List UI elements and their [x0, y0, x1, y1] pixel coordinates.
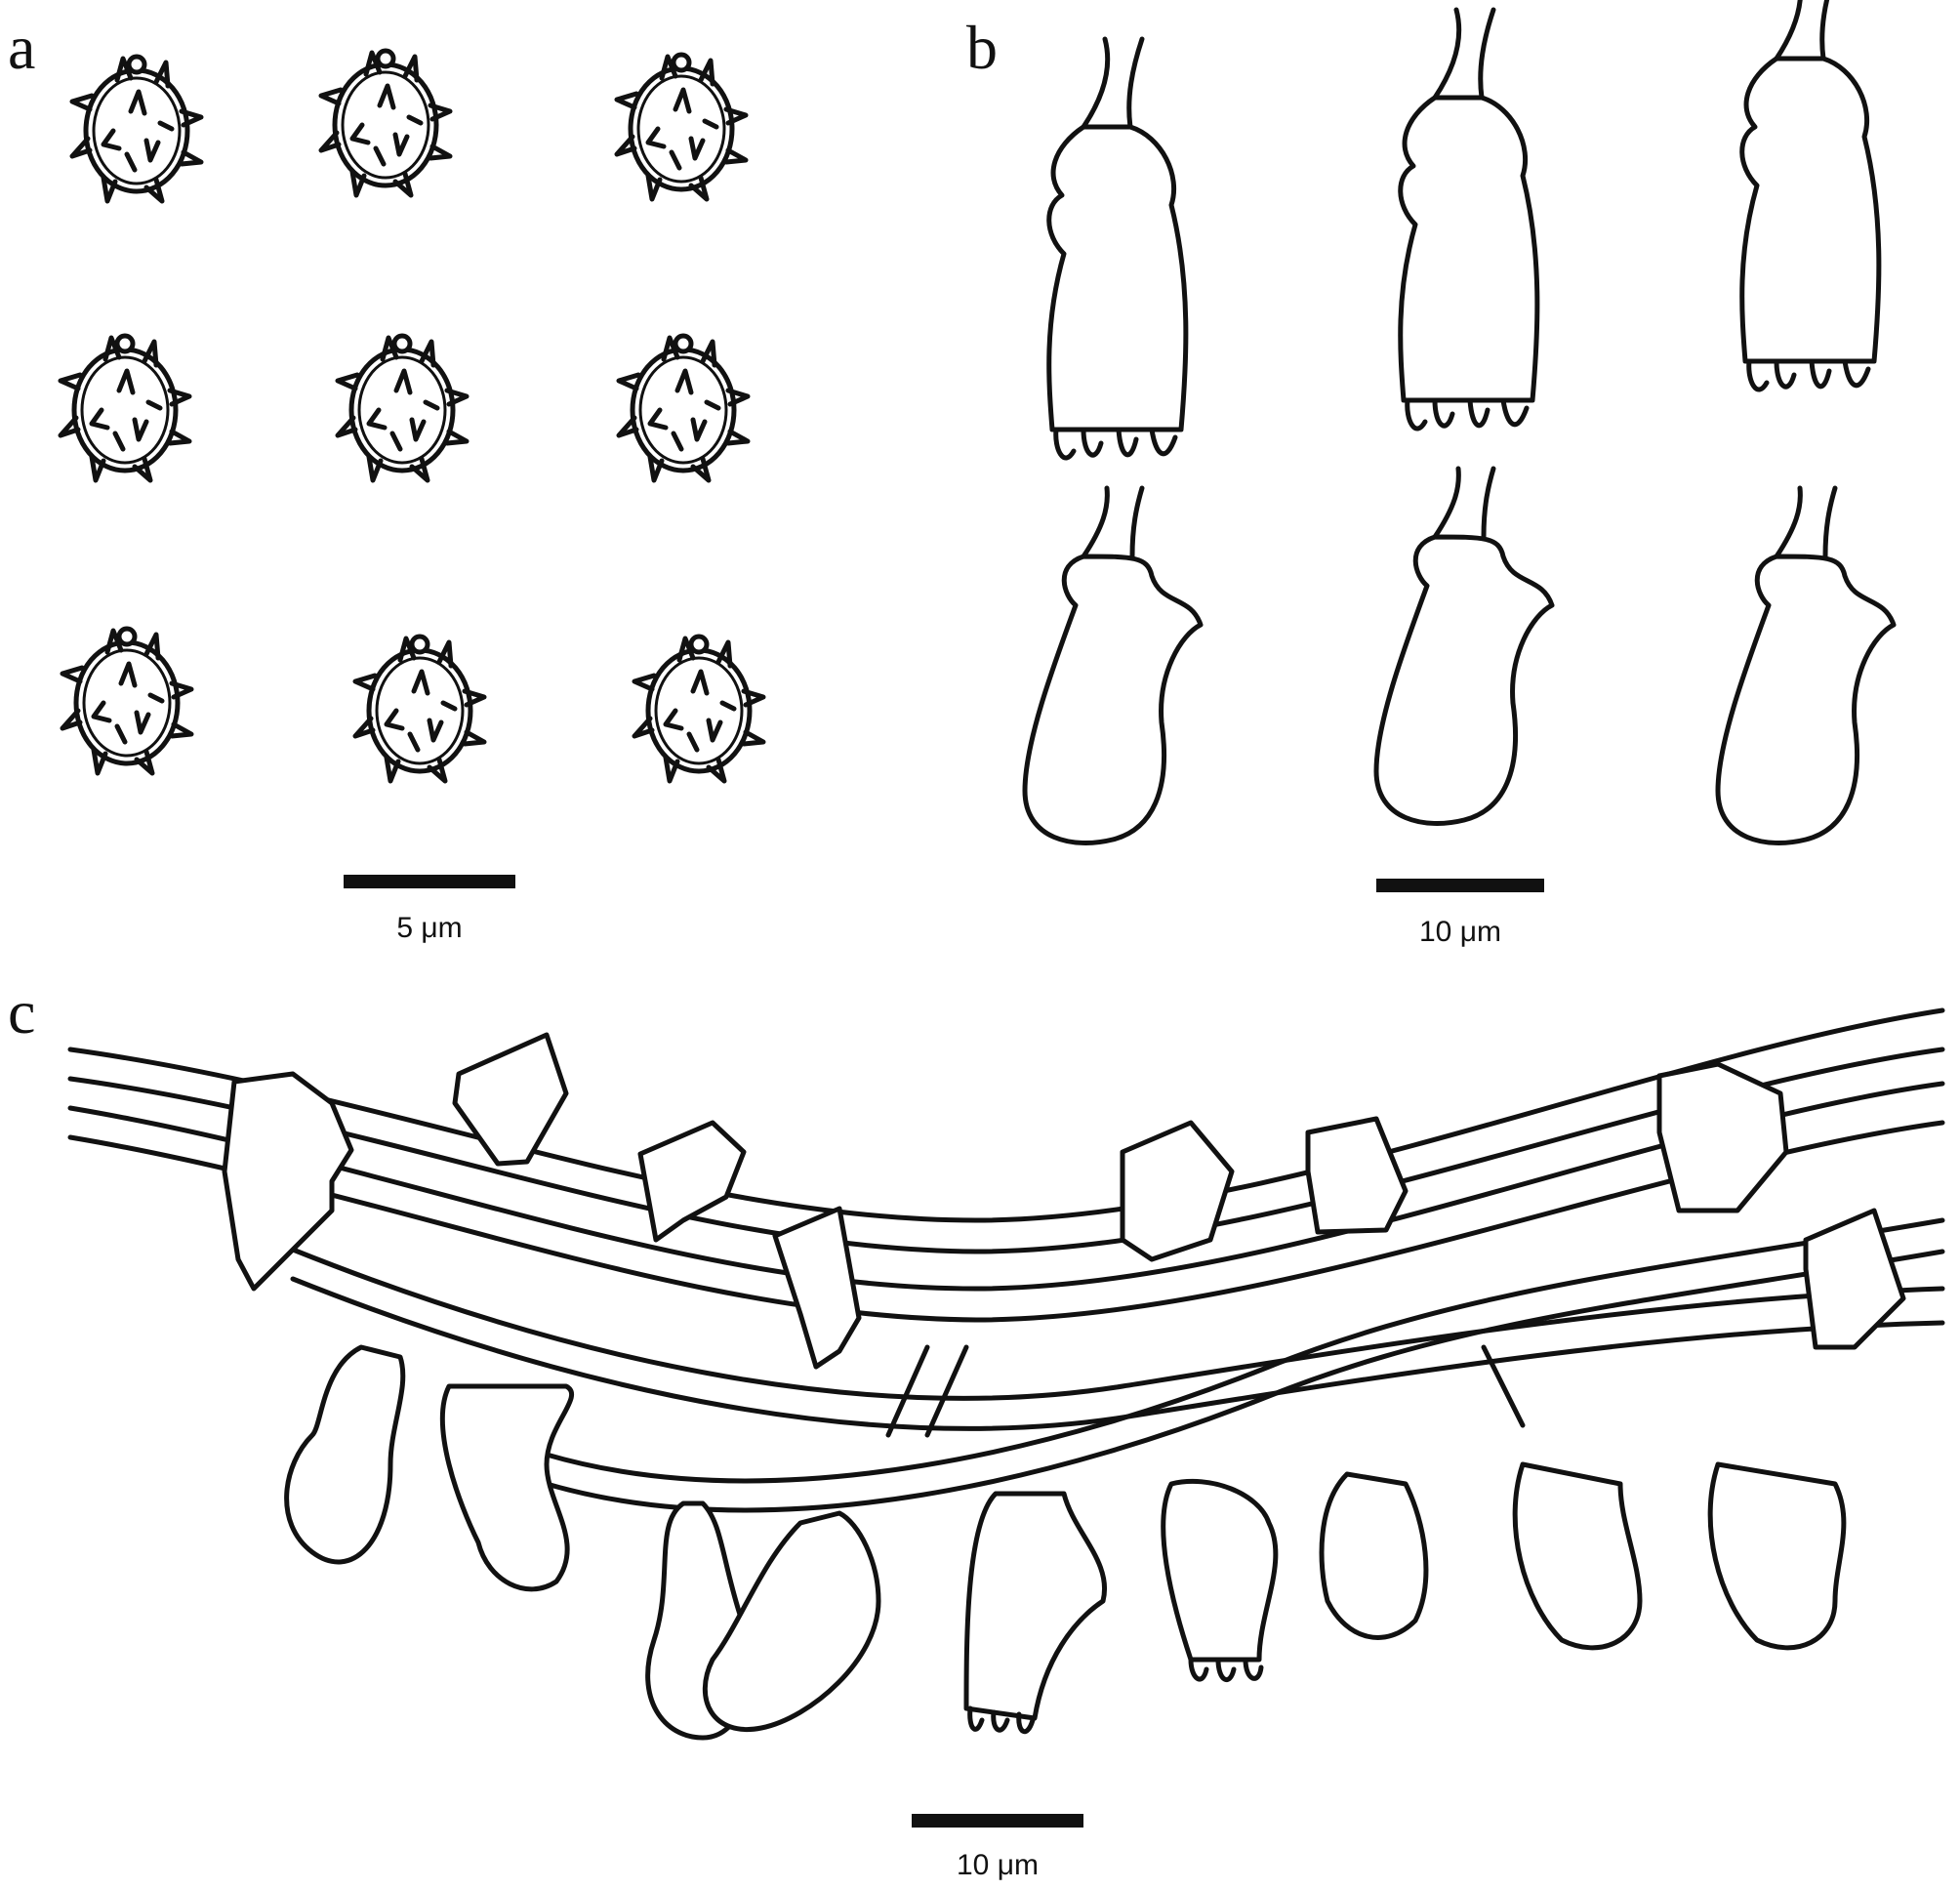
hyphal-cell-8: [1512, 1461, 1643, 1651]
sterigmata-1: [967, 1705, 1036, 1735]
scale-label-c: 10 μm: [957, 1849, 1039, 1881]
clavate-cell-3: [1718, 488, 1894, 842]
hyphal-cell-5: [963, 1491, 1108, 1721]
hyphal-cell-9: [1707, 1461, 1847, 1651]
panel-c-hyphae: [67, 1007, 1945, 1513]
basidium-1: [1049, 39, 1186, 458]
hyphal-cell-2: [439, 1383, 575, 1592]
basidium-3: [1742, 0, 1879, 390]
hyphal-cell-1: [284, 1344, 406, 1565]
crystal-6: [1305, 1116, 1409, 1235]
scale-bar-b: [1376, 879, 1544, 892]
spore-9: [634, 637, 763, 781]
crystal-5: [1120, 1120, 1235, 1262]
spore-8: [355, 637, 484, 781]
spore-1: [72, 57, 201, 201]
panel-a-letter: a: [8, 13, 35, 82]
spore-5: [338, 336, 467, 480]
crystal-7: [1656, 1061, 1789, 1213]
clavate-cell-1: [1025, 488, 1201, 842]
spore-4: [61, 336, 189, 480]
spore-3: [617, 55, 746, 199]
crystal-4: [772, 1206, 862, 1370]
spore-2: [321, 51, 450, 195]
panel-c-letter: c: [8, 977, 35, 1047]
hyphal-cell-7: [1319, 1471, 1429, 1640]
crystal-1: [222, 1071, 354, 1292]
sterigmata-2: [1188, 1657, 1264, 1683]
scale-bar-a: [344, 875, 515, 888]
crystal-8: [1803, 1208, 1906, 1350]
panel-a-spores: [61, 51, 763, 781]
scale-bar-c: [912, 1814, 1083, 1828]
basidium-2: [1401, 10, 1537, 429]
scale-label-b: 10 μm: [1419, 916, 1501, 948]
clavate-cell-2: [1376, 469, 1552, 823]
panel-c-cells: [284, 1344, 1847, 1741]
panel-c-crystals: [222, 1032, 1906, 1370]
crystal-2: [452, 1032, 569, 1167]
panel-b-letter: b: [966, 13, 998, 82]
crystal-3: [637, 1120, 747, 1243]
hyphal-cell-6: [1161, 1478, 1279, 1663]
panel-b-basidia: [1025, 0, 1894, 842]
hyphal-cell-4: [702, 1510, 881, 1732]
scale-label-a: 5 μm: [396, 912, 462, 944]
spore-6: [619, 336, 748, 480]
spore-7: [62, 629, 191, 773]
